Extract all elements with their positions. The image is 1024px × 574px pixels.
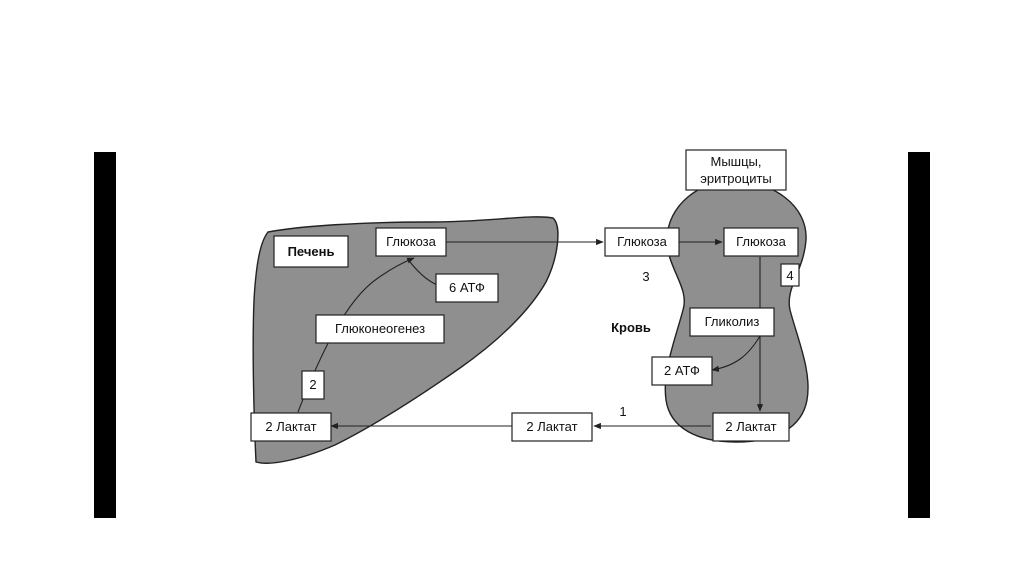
blood-glucose-label: Глюкоза — [617, 234, 668, 249]
glycolysis-label: Гликолиз — [705, 314, 760, 329]
arrow-glycolysis-to-atp — [711, 335, 761, 372]
liver-step-label: 2 — [309, 377, 316, 392]
muscle-atp-box — [651, 356, 713, 386]
liver-lactate-box — [250, 412, 332, 442]
muscle-glucose-label: Глюкоза — [736, 234, 787, 249]
muscle-atp-label: 2 АТФ — [664, 363, 700, 378]
liver-atp-label: 6 АТФ — [449, 280, 485, 295]
liver-glucose-box — [375, 227, 447, 257]
blood-glucose-box — [604, 227, 680, 257]
muscle-title-line1: Мышцы, — [710, 154, 761, 169]
gluconeogenesis-label: Глюконеогенез — [335, 321, 425, 336]
left-black-bar — [94, 152, 116, 518]
liver-atp-box — [435, 273, 499, 303]
blood-title: Кровь — [611, 320, 651, 335]
liver-lactate-label: 2 Лактат — [265, 419, 316, 434]
right-black-bar — [908, 152, 930, 518]
liver-title: Печень — [288, 244, 335, 259]
muscle-title-line2: эритроциты — [700, 171, 772, 186]
muscle-lactate-box — [712, 412, 790, 442]
muscle-step-box — [780, 263, 800, 287]
blood-step-glucose: 3 — [642, 269, 649, 284]
muscle-lactate-label: 2 Лактат — [725, 419, 776, 434]
blood-step-lactate: 1 — [619, 404, 626, 419]
glycolysis-box — [689, 307, 775, 337]
liver-title-box — [273, 235, 349, 268]
liver-glucose-label: Глюкоза — [386, 234, 437, 249]
muscle-glucose-box — [723, 227, 799, 257]
blood-lactate-box — [511, 412, 593, 442]
gluconeogenesis-box — [315, 314, 445, 344]
muscle-title-box — [685, 149, 787, 191]
blood-lactate-label: 2 Лактат — [526, 419, 577, 434]
liver-step-box — [301, 370, 325, 400]
muscle-step-label: 4 — [786, 268, 793, 283]
